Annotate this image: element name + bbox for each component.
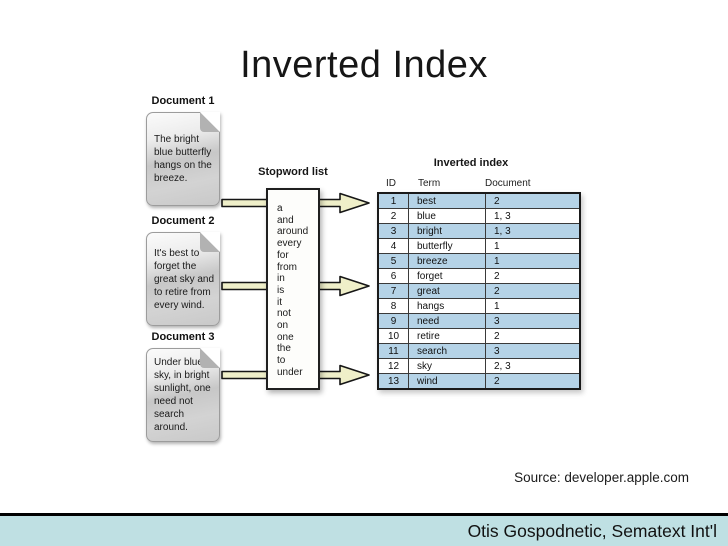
- cell-id: 6: [377, 268, 409, 284]
- stopword-list-label: Stopword list: [258, 166, 328, 178]
- document-3-group: Document 3 Under blue sky, in bright sun…: [134, 331, 232, 442]
- cell-id: 1: [377, 192, 409, 209]
- document-1-group: Document 1 The bright blue butterfly han…: [134, 95, 232, 206]
- stopword: around: [277, 226, 309, 238]
- inverted-index-label: Inverted index: [433, 157, 509, 169]
- cell-id: 9: [377, 313, 409, 329]
- stopword: and: [277, 214, 294, 226]
- document-3-page-icon: Under blue sky, in bright sunlight, one …: [146, 348, 220, 442]
- cell-document: 1, 3: [485, 208, 581, 224]
- cell-id: 4: [377, 238, 409, 254]
- cell-id: 13: [377, 373, 409, 390]
- cell-term: retire: [408, 328, 486, 344]
- cell-id: 5: [377, 253, 409, 269]
- column-header-id: ID: [386, 178, 396, 189]
- cell-document: 3: [485, 313, 581, 329]
- cell-id: 10: [377, 328, 409, 344]
- footer-bar: Otis Gospodnetic, Sematext Int'l: [0, 513, 728, 546]
- cell-term: breeze: [408, 253, 486, 269]
- column-header-document: Document: [485, 178, 531, 189]
- stopword: every: [277, 238, 302, 250]
- cell-term: butterfly: [408, 238, 486, 254]
- document-1-label: Document 1: [151, 95, 215, 107]
- cell-term: blue: [408, 208, 486, 224]
- stopword: on: [277, 320, 289, 332]
- stopword: a: [277, 203, 283, 214]
- stopword: is: [277, 284, 285, 296]
- slide-title: Inverted Index: [240, 44, 488, 86]
- cell-document: 1, 3: [485, 223, 581, 239]
- document-2-label: Document 2: [151, 215, 215, 227]
- cell-document: 1: [485, 298, 581, 314]
- cell-document: 1: [485, 238, 581, 254]
- cell-document: 2: [485, 328, 581, 344]
- cell-document: 2: [485, 268, 581, 284]
- stopword: under: [277, 366, 303, 378]
- document-3-text: Under blue sky, in bright sunlight, one …: [154, 357, 211, 433]
- cell-term: hangs: [408, 298, 486, 314]
- cell-document: 2: [485, 283, 581, 299]
- cell-document: 1: [485, 253, 581, 269]
- source-credit: Source: developer.apple.com: [514, 470, 689, 485]
- cell-document: 2: [485, 373, 581, 390]
- cell-id: 8: [377, 298, 409, 314]
- cell-term: search: [408, 343, 486, 359]
- stopword-list-box: a and around every for from in is it not…: [266, 188, 320, 390]
- cell-term: great: [408, 283, 486, 299]
- document-2-group: Document 2 It's best to forget the great…: [134, 215, 232, 326]
- cell-id: 12: [377, 358, 409, 374]
- cell-term: wind: [408, 373, 486, 390]
- cell-document: 2: [485, 192, 581, 209]
- cell-document: 3: [485, 343, 581, 359]
- cell-term: sky: [408, 358, 486, 374]
- stopword: in: [277, 273, 285, 285]
- stopword: for: [277, 249, 289, 261]
- cell-term: need: [408, 313, 486, 329]
- document-2-page-icon: It's best to forget the great sky and to…: [146, 232, 220, 326]
- column-header-term: Term: [418, 178, 441, 189]
- cell-document: 2, 3: [485, 358, 581, 374]
- document-2-text: It's best to forget the great sky and to…: [154, 247, 215, 311]
- document-1-page-icon: The bright blue butterfly hangs on the b…: [146, 112, 220, 206]
- cell-term: bright: [408, 223, 486, 239]
- stopword: one: [277, 331, 294, 343]
- cell-id: 7: [377, 283, 409, 299]
- stopword: to: [277, 355, 286, 367]
- stopword: it: [277, 296, 282, 308]
- inverted-index-column-headers: ID Term Document: [377, 178, 565, 191]
- stopword: the: [277, 343, 291, 355]
- cell-id: 11: [377, 343, 409, 359]
- document-1-text: The bright blue butterfly hangs on the b…: [154, 134, 212, 184]
- cell-id: 2: [377, 208, 409, 224]
- stopword: not: [277, 308, 291, 320]
- stopword: from: [277, 261, 297, 273]
- document-3-label: Document 3: [151, 331, 215, 343]
- cell-term: best: [408, 192, 486, 209]
- cell-id: 3: [377, 223, 409, 239]
- footer-text: Otis Gospodnetic, Sematext Int'l: [467, 520, 717, 541]
- cell-term: forget: [408, 268, 486, 284]
